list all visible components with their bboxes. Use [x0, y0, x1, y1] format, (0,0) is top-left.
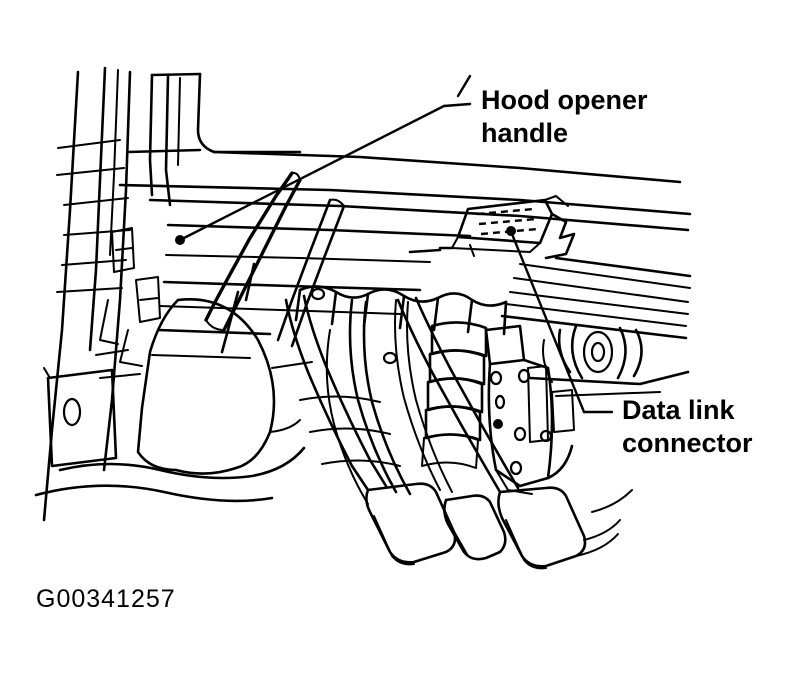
ribbed-duct	[421, 321, 488, 469]
pedal-arms	[284, 294, 621, 557]
hood-opener-leader-stub	[442, 102, 472, 108]
hood-opener-secondary-arm	[276, 198, 346, 348]
lower-panel-curves	[271, 361, 401, 467]
hood-opener-leader-tick	[456, 74, 472, 98]
callout-label-data-link-connector: Data link connector	[622, 395, 753, 458]
data-link-leader-line	[510, 232, 586, 414]
kick-panel-bulge	[34, 298, 306, 503]
data-link-pointer-dot	[506, 226, 516, 236]
instrument-panel-face	[151, 223, 472, 359]
oval-grille-detail	[528, 324, 690, 397]
hood-opener-leader-line	[182, 104, 446, 240]
center-ducting	[294, 285, 508, 336]
floor-contour	[591, 489, 633, 513]
callout-label-hood-opener-handle: Hood opener handle	[481, 85, 648, 148]
hood-opener-pointer-dot	[175, 235, 185, 245]
leader-lines	[175, 74, 614, 414]
left-pillar-group	[42, 66, 132, 522]
right-dash-beams	[500, 256, 692, 340]
upper-dash-beams	[118, 72, 692, 232]
connector-shelf	[408, 246, 454, 254]
harness-cables	[325, 298, 453, 505]
left-bracket-detail	[95, 227, 161, 379]
bracket-fasteners	[310, 287, 553, 476]
center-pedal	[443, 494, 507, 561]
hood-opener-handle-part	[204, 171, 302, 354]
trim-panel-with-hole	[43, 367, 118, 468]
brake-pedal	[350, 458, 457, 566]
figure-id-label: G00341257	[36, 585, 176, 613]
left-pillar-vents	[56, 139, 131, 293]
